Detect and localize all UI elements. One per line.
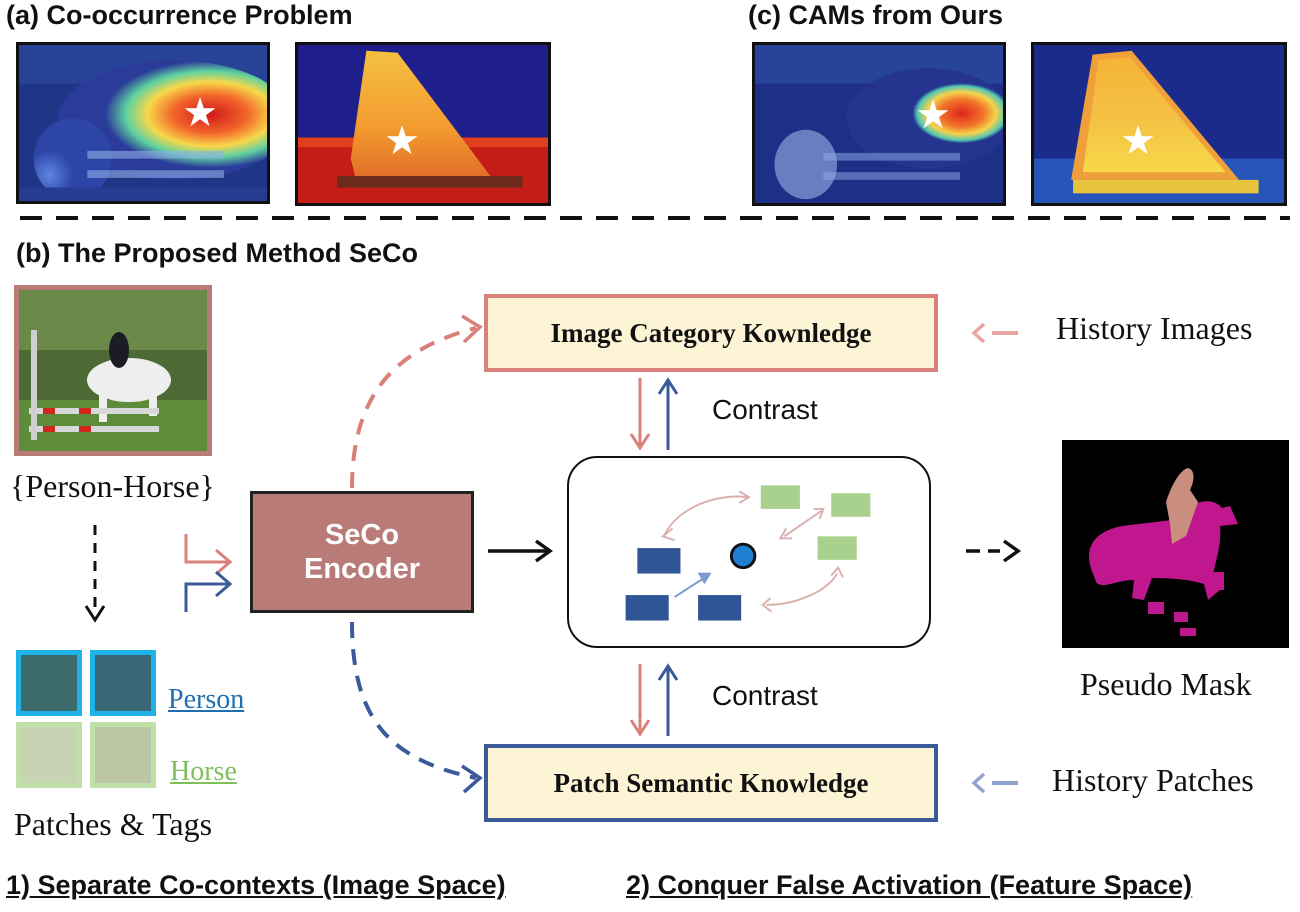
to-mask-dashed-arrow bbox=[966, 539, 1022, 563]
anchor-point bbox=[729, 542, 757, 570]
horse-patch-2 bbox=[90, 722, 156, 788]
seco-encoder-box: SeCo Encoder bbox=[250, 491, 474, 613]
contrast-label-top: Contrast bbox=[712, 394, 818, 425]
cam-boat-ours-image: ★ bbox=[1031, 42, 1287, 206]
pseudo-mask-label: Pseudo Mask bbox=[1080, 666, 1252, 702]
star-icon: ★ bbox=[384, 119, 420, 163]
person-patch-1 bbox=[16, 650, 82, 716]
encoder-label-line2: Encoder bbox=[303, 553, 421, 585]
history-images-label: History Images bbox=[1056, 310, 1253, 346]
input-tags-label: {Person-Horse} bbox=[10, 468, 215, 504]
feature-space-content bbox=[625, 485, 871, 621]
panel-c-title: (c) CAMs from Ours bbox=[748, 0, 1004, 30]
feature-green-3 bbox=[817, 536, 857, 560]
input-image bbox=[14, 285, 212, 456]
panel-b-title: (b) The Proposed Method SeCo bbox=[16, 238, 418, 268]
person-tag: Person bbox=[168, 684, 245, 715]
feature-blue-1 bbox=[637, 548, 681, 574]
feature-blue-3 bbox=[698, 595, 742, 621]
horse-patch-1 bbox=[16, 722, 82, 788]
footer-image-space-title: 1) Separate Co-contexts (Image Space) bbox=[6, 870, 506, 900]
feature-space-box bbox=[567, 456, 931, 648]
horse-tag: Horse bbox=[170, 756, 237, 787]
encoder-output-arrow bbox=[488, 539, 554, 563]
star-icon: ★ bbox=[1120, 119, 1156, 163]
cam-horse-ours-image: ★ bbox=[752, 42, 1006, 206]
person-patch-2 bbox=[90, 650, 156, 716]
feature-green-1 bbox=[760, 485, 800, 509]
encoder-label-line1: SeCo bbox=[324, 519, 400, 551]
history-images-arrow bbox=[971, 322, 1018, 344]
contrast-arrows-bottom bbox=[629, 663, 679, 737]
patch-semantic-knowledge-box: Patch Semantic Knowledge bbox=[484, 744, 938, 822]
star-icon: ★ bbox=[915, 93, 951, 137]
feature-blue-2 bbox=[625, 595, 669, 621]
history-patches-arrow bbox=[971, 772, 1018, 794]
contrast-label-bottom: Contrast bbox=[712, 680, 818, 711]
cam-horse-baseline-image: ★ bbox=[16, 42, 270, 204]
cam-boat-baseline-image: ★ bbox=[295, 42, 551, 206]
section-separator bbox=[20, 216, 1290, 220]
patches-caption: Patches & Tags bbox=[14, 806, 213, 842]
panel-a-title: (a) Co-occurrence Problem bbox=[6, 0, 353, 30]
history-patches-label: History Patches bbox=[1052, 762, 1254, 798]
pseudo-mask-image bbox=[1062, 440, 1289, 648]
image-category-knowledge-box: Image Category Kownledge bbox=[484, 294, 938, 372]
contrast-arrows-top bbox=[629, 377, 679, 451]
feature-green-2 bbox=[831, 493, 871, 517]
down-dashed-arrow bbox=[84, 525, 106, 623]
footer-feature-space-title: 2) Conquer False Activation (Feature Spa… bbox=[626, 870, 1193, 900]
encoder-input-arrows bbox=[184, 534, 233, 612]
star-icon: ★ bbox=[182, 91, 218, 135]
encoder-to-knowledge-curves bbox=[350, 314, 483, 794]
